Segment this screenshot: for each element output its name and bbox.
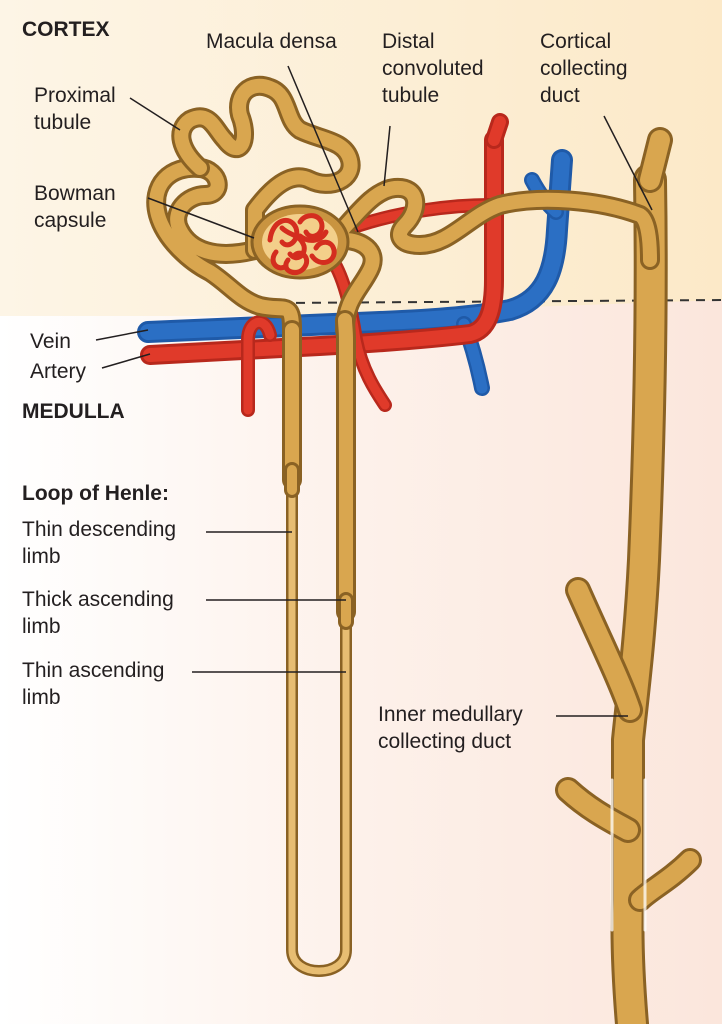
- bowman-capsule-label: Bowman capsule: [34, 182, 116, 232]
- leader-bowman-capsule: [147, 197, 255, 239]
- vein-label: Vein: [30, 330, 71, 353]
- leader-lines: [95, 65, 653, 717]
- macula-densa-label: Macula densa: [206, 30, 337, 53]
- thin-descending-limb-label: Thin descending limb: [22, 518, 177, 568]
- thick-ascending-limb-label: Thick ascending limb: [22, 588, 174, 638]
- proximal-tubule: [146, 76, 361, 350]
- cortex-region-label: CORTEX: [22, 18, 110, 41]
- cortical-duct-label: Cortical collecting duct: [540, 30, 628, 107]
- leader-proximal-tubule: [129, 97, 181, 131]
- artery-label: Artery: [30, 360, 87, 383]
- loop-of-henle: [282, 310, 356, 977]
- medulla-region: [0, 300, 722, 1024]
- leader-cortical-duct: [603, 115, 653, 211]
- leader-macula-densa: [287, 65, 359, 233]
- distal-tubule-label: Distal convoluted tubule: [382, 30, 484, 107]
- proximal-tubule-label: Proximal tubule: [34, 84, 116, 134]
- cortex-region: [0, 0, 722, 316]
- loop-of-henle-heading: Loop of Henle:: [22, 482, 169, 505]
- leader-artery: [101, 353, 151, 369]
- leader-vein: [95, 329, 149, 341]
- collecting-duct: [555, 127, 702, 1024]
- medulla-region-label: MEDULLA: [22, 400, 125, 423]
- leader-distal-tubule: [383, 125, 391, 187]
- distal-tubule: [325, 178, 660, 340]
- glomerulus: [267, 213, 337, 275]
- thin-ascending-limb-label: Thin ascending limb: [22, 659, 165, 709]
- inner-medullary-duct-label: Inner medullary collecting duct: [378, 703, 523, 753]
